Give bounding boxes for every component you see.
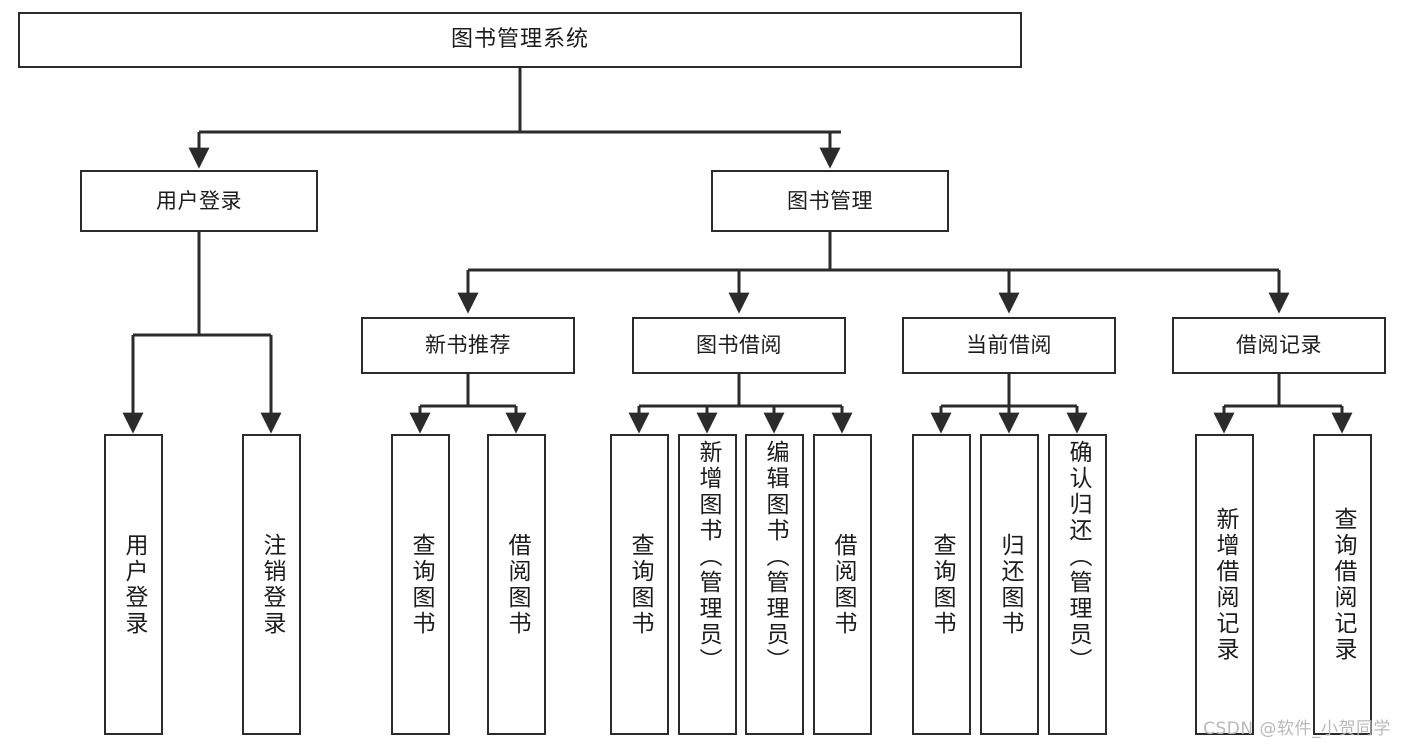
node-label: 用户登录 xyxy=(156,188,242,213)
node-label: 图书管理系统 xyxy=(450,27,589,53)
node-label: 借阅记录 xyxy=(1236,333,1322,358)
watermark: CSDN @软件_小贺同学 xyxy=(1203,719,1391,739)
node-leaf-user-login[interactable]: 用户登录 xyxy=(104,434,163,735)
node-label: 借阅图书 xyxy=(504,532,530,637)
node-leaf-logout[interactable]: 注销登录 xyxy=(242,434,301,735)
node-leaf-add-book-admin[interactable]: 新增图书（管理员） xyxy=(678,434,737,735)
node-book-management[interactable]: 图书管理 xyxy=(711,170,949,232)
node-label: 新书推荐 xyxy=(425,333,511,358)
node-borrow-record[interactable]: 借阅记录 xyxy=(1172,317,1386,374)
node-leaf-borrow-book[interactable]: 借阅图书 xyxy=(813,434,872,735)
node-leaf-confirm-return-admin[interactable]: 确认归还（管理员） xyxy=(1048,434,1107,735)
node-label: 查询借阅记录 xyxy=(1330,506,1356,663)
node-label: 查询图书 xyxy=(627,532,653,637)
node-leaf-query-book-current[interactable]: 查询图书 xyxy=(912,434,971,735)
node-label: 当前借阅 xyxy=(966,333,1052,358)
node-leaf-query-book-borrow[interactable]: 查询图书 xyxy=(610,434,669,735)
node-label: 注销登录 xyxy=(259,532,285,637)
node-label: 查询图书 xyxy=(408,532,434,637)
node-label: 确认归还（管理员） xyxy=(1065,440,1091,674)
node-label: 图书管理 xyxy=(787,188,873,213)
node-leaf-query-borrow-record[interactable]: 查询借阅记录 xyxy=(1313,434,1372,735)
node-leaf-query-book-recommend[interactable]: 查询图书 xyxy=(391,434,450,735)
node-label: 编辑图书（管理员） xyxy=(762,440,788,674)
node-current-borrow[interactable]: 当前借阅 xyxy=(902,317,1116,374)
node-label: 借阅图书 xyxy=(830,532,856,637)
node-root-book-management-system[interactable]: 图书管理系统 xyxy=(18,12,1022,68)
node-label: 新增图书（管理员） xyxy=(695,440,721,674)
node-label: 图书借阅 xyxy=(696,333,782,358)
node-label: 新增借阅记录 xyxy=(1212,506,1238,663)
node-book-borrow[interactable]: 图书借阅 xyxy=(632,317,846,374)
node-leaf-add-borrow-record[interactable]: 新增借阅记录 xyxy=(1195,434,1254,735)
node-label: 归还图书 xyxy=(997,532,1023,637)
node-leaf-return-book[interactable]: 归还图书 xyxy=(980,434,1039,735)
node-leaf-edit-book-admin[interactable]: 编辑图书（管理员） xyxy=(745,434,804,735)
node-leaf-borrow-book-recommend[interactable]: 借阅图书 xyxy=(487,434,546,735)
node-label: 用户登录 xyxy=(121,532,147,637)
node-label: 查询图书 xyxy=(929,532,955,637)
node-user-login[interactable]: 用户登录 xyxy=(80,170,318,232)
node-new-book-recommend[interactable]: 新书推荐 xyxy=(361,317,575,374)
